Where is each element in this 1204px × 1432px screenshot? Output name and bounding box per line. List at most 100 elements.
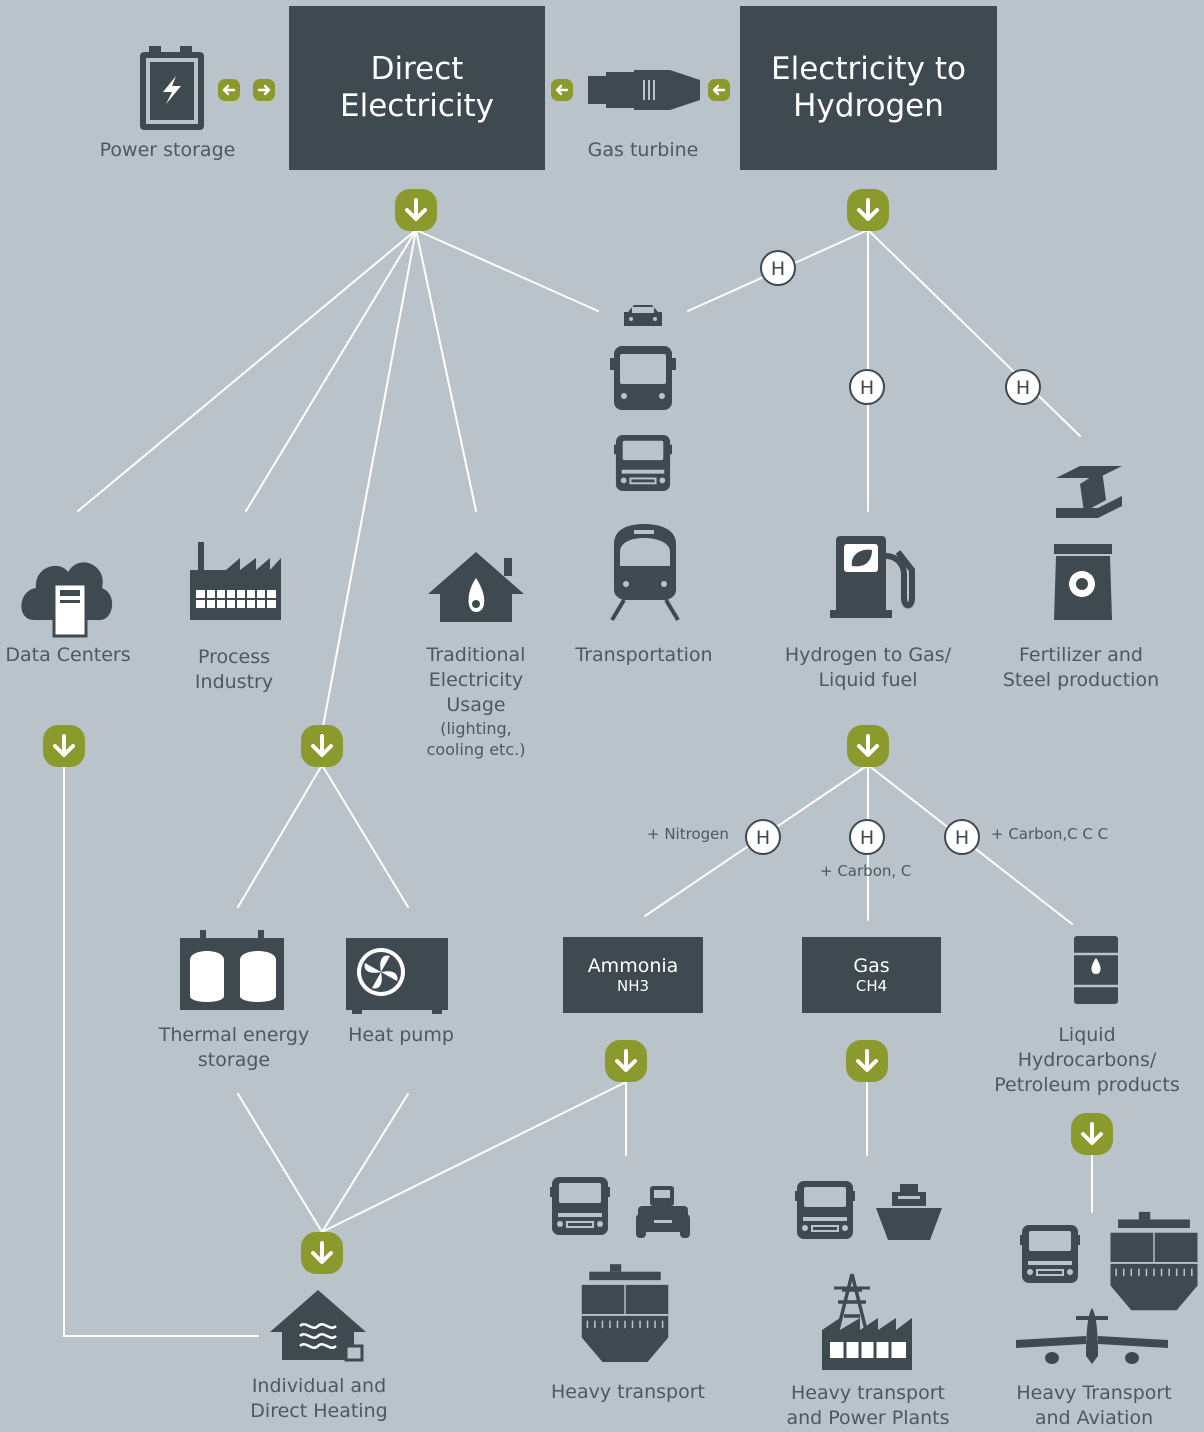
hydrogen-badge: H xyxy=(1005,369,1041,405)
truck-icon xyxy=(614,434,672,492)
direct-electricity-title-line-2: Electricity xyxy=(340,88,494,124)
car-icon xyxy=(624,305,662,326)
gas-formula: CH4 xyxy=(855,977,888,995)
traditional-line-2: Electricity xyxy=(428,669,524,691)
transportation-text: Transportation xyxy=(575,644,713,666)
process-industry-line-2: Industry xyxy=(194,671,274,693)
boat-icon xyxy=(876,1184,942,1240)
heavy-transport-aviation-label: Heavy Transport and Aviation xyxy=(996,1381,1192,1431)
heat-pump-icon xyxy=(346,938,448,1014)
hydrogen-fuel-label: Hydrogen to Gas/ Liquid fuel xyxy=(770,643,966,693)
electricity-to-hydrogen-title-line-1: Electricity to xyxy=(771,51,966,87)
thermal-storage-icon xyxy=(180,930,284,1010)
hydrogen-badge: H xyxy=(849,819,885,855)
heat-pump-text: Heat pump xyxy=(348,1024,454,1046)
oil-barrel-icon xyxy=(1074,936,1118,1004)
house-flame-icon xyxy=(428,552,524,622)
liquid-hydrocarbons-line-3: Petroleum products xyxy=(994,1074,1180,1096)
hydrogen-symbol: H xyxy=(860,827,874,849)
gas-box: Gas CH4 xyxy=(802,937,941,1013)
carbon-note: + Carbon, C xyxy=(820,862,912,880)
hydrogen-badges: H H H H H H xyxy=(745,250,1041,855)
heavy-transport-aviation-line-2: and Aviation xyxy=(1034,1407,1154,1429)
hydrogen-symbol: H xyxy=(1016,377,1030,399)
train-icon xyxy=(610,524,680,622)
arrow-down-icon xyxy=(394,188,438,232)
traditional-electricity-label: Traditional Electricity Usage (lighting,… xyxy=(400,643,552,760)
hydrogen-badge: H xyxy=(849,369,885,405)
traditional-note-1: (lighting, xyxy=(440,719,512,738)
ammonia-title: Ammonia xyxy=(587,955,679,977)
bus-icon xyxy=(610,346,676,410)
arrow-down-icon xyxy=(300,1231,344,1275)
liquid-hydrocarbons-label: Liquid Hydrocarbons/ Petroleum products xyxy=(974,1023,1200,1098)
arrow-down-icon xyxy=(845,1039,889,1083)
liquid-hydrocarbons-line-1: Liquid xyxy=(1058,1024,1116,1046)
fertilizer-bag-icon xyxy=(1054,544,1112,620)
data-center-icon xyxy=(21,562,113,638)
gas-title: Gas xyxy=(853,955,890,977)
heavy-transport-power-label: Heavy transport and Power Plants xyxy=(770,1381,966,1431)
individual-heating-label: Individual and Direct Heating xyxy=(228,1374,410,1424)
tractor-icon xyxy=(636,1186,690,1238)
traditional-line-1: Traditional xyxy=(426,644,526,666)
cargo-ship-icon xyxy=(580,1263,670,1363)
traditional-line-3: Usage xyxy=(446,694,506,716)
ammonia-box: Ammonia NH3 xyxy=(563,937,703,1013)
heavy-transport-text: Heavy transport xyxy=(551,1381,705,1403)
heating-house-icon xyxy=(270,1290,366,1362)
ammonia-formula: NH3 xyxy=(616,977,650,995)
hydrogen-symbol: H xyxy=(756,827,770,849)
heavy-transport-power-line-1: Heavy transport xyxy=(791,1382,945,1404)
individual-heating-line-2: Direct Heating xyxy=(250,1400,388,1422)
hydrogen-fuel-line-2: Liquid fuel xyxy=(818,669,918,691)
gas-turbine-icon xyxy=(588,70,700,110)
hydrogen-badge: H xyxy=(745,819,781,855)
heavy-transport-power-line-2: and Power Plants xyxy=(786,1407,950,1429)
direct-electricity-title-line-1: Direct xyxy=(370,51,464,87)
arrow-left-icon xyxy=(217,78,241,102)
fertilizer-steel-line-2: Steel production xyxy=(1002,669,1160,691)
individual-heating-line-1: Individual and xyxy=(251,1375,387,1397)
traditional-note-2: cooling etc.) xyxy=(426,740,526,759)
electricity-to-hydrogen-title-line-2: Hydrogen xyxy=(793,88,944,124)
battery-icon xyxy=(140,46,204,130)
process-industry-label: Process Industry xyxy=(164,645,304,695)
arrow-down-icon xyxy=(300,724,344,768)
arrow-left-icon xyxy=(707,78,731,102)
gas-turbine-text: Gas turbine xyxy=(587,139,699,161)
heat-pump-label: Heat pump xyxy=(336,1023,466,1048)
steel-beam-icon xyxy=(1056,466,1122,518)
transportation-label: Transportation xyxy=(560,643,728,668)
power-storage-label: Power storage xyxy=(80,138,255,163)
power-plant-icon xyxy=(822,1273,912,1370)
arrow-down-icon xyxy=(42,724,86,768)
hydrogen-symbol: H xyxy=(860,377,874,399)
fertilizer-steel-label: Fertilizer and Steel production xyxy=(988,643,1174,693)
thermal-storage-line-1: Thermal energy xyxy=(158,1024,310,1046)
gas-turbine-label: Gas turbine xyxy=(563,138,723,163)
arrow-down-icon xyxy=(846,188,890,232)
process-industry-line-1: Process xyxy=(197,646,271,668)
airplane-icon xyxy=(1016,1308,1168,1364)
data-centers-label: Data Centers xyxy=(0,643,136,668)
data-centers-text: Data Centers xyxy=(5,644,131,666)
hydrogen-symbol: H xyxy=(955,827,969,849)
cargo-ship-icon xyxy=(1109,1210,1199,1312)
truck-icon xyxy=(795,1181,855,1239)
hydrogen-fuel-line-1: Hydrogen to Gas/ xyxy=(784,644,952,666)
arrow-down-icon xyxy=(1070,1112,1114,1156)
electricity-to-hydrogen-box: Electricity to Hydrogen xyxy=(740,6,997,170)
truck-icon xyxy=(1020,1225,1080,1283)
thermal-storage-label: Thermal energy storage xyxy=(148,1023,320,1073)
connector-lines xyxy=(63,229,1093,1337)
arrow-left-icon xyxy=(550,78,574,102)
arrow-right-icon xyxy=(252,78,276,102)
thermal-storage-line-2: storage xyxy=(197,1049,271,1071)
truck-icon xyxy=(550,1177,610,1235)
factory-icon xyxy=(190,542,281,620)
fuel-pump-icon xyxy=(830,536,915,618)
power-storage-text: Power storage xyxy=(99,139,236,161)
arrow-down-icon xyxy=(846,724,890,768)
